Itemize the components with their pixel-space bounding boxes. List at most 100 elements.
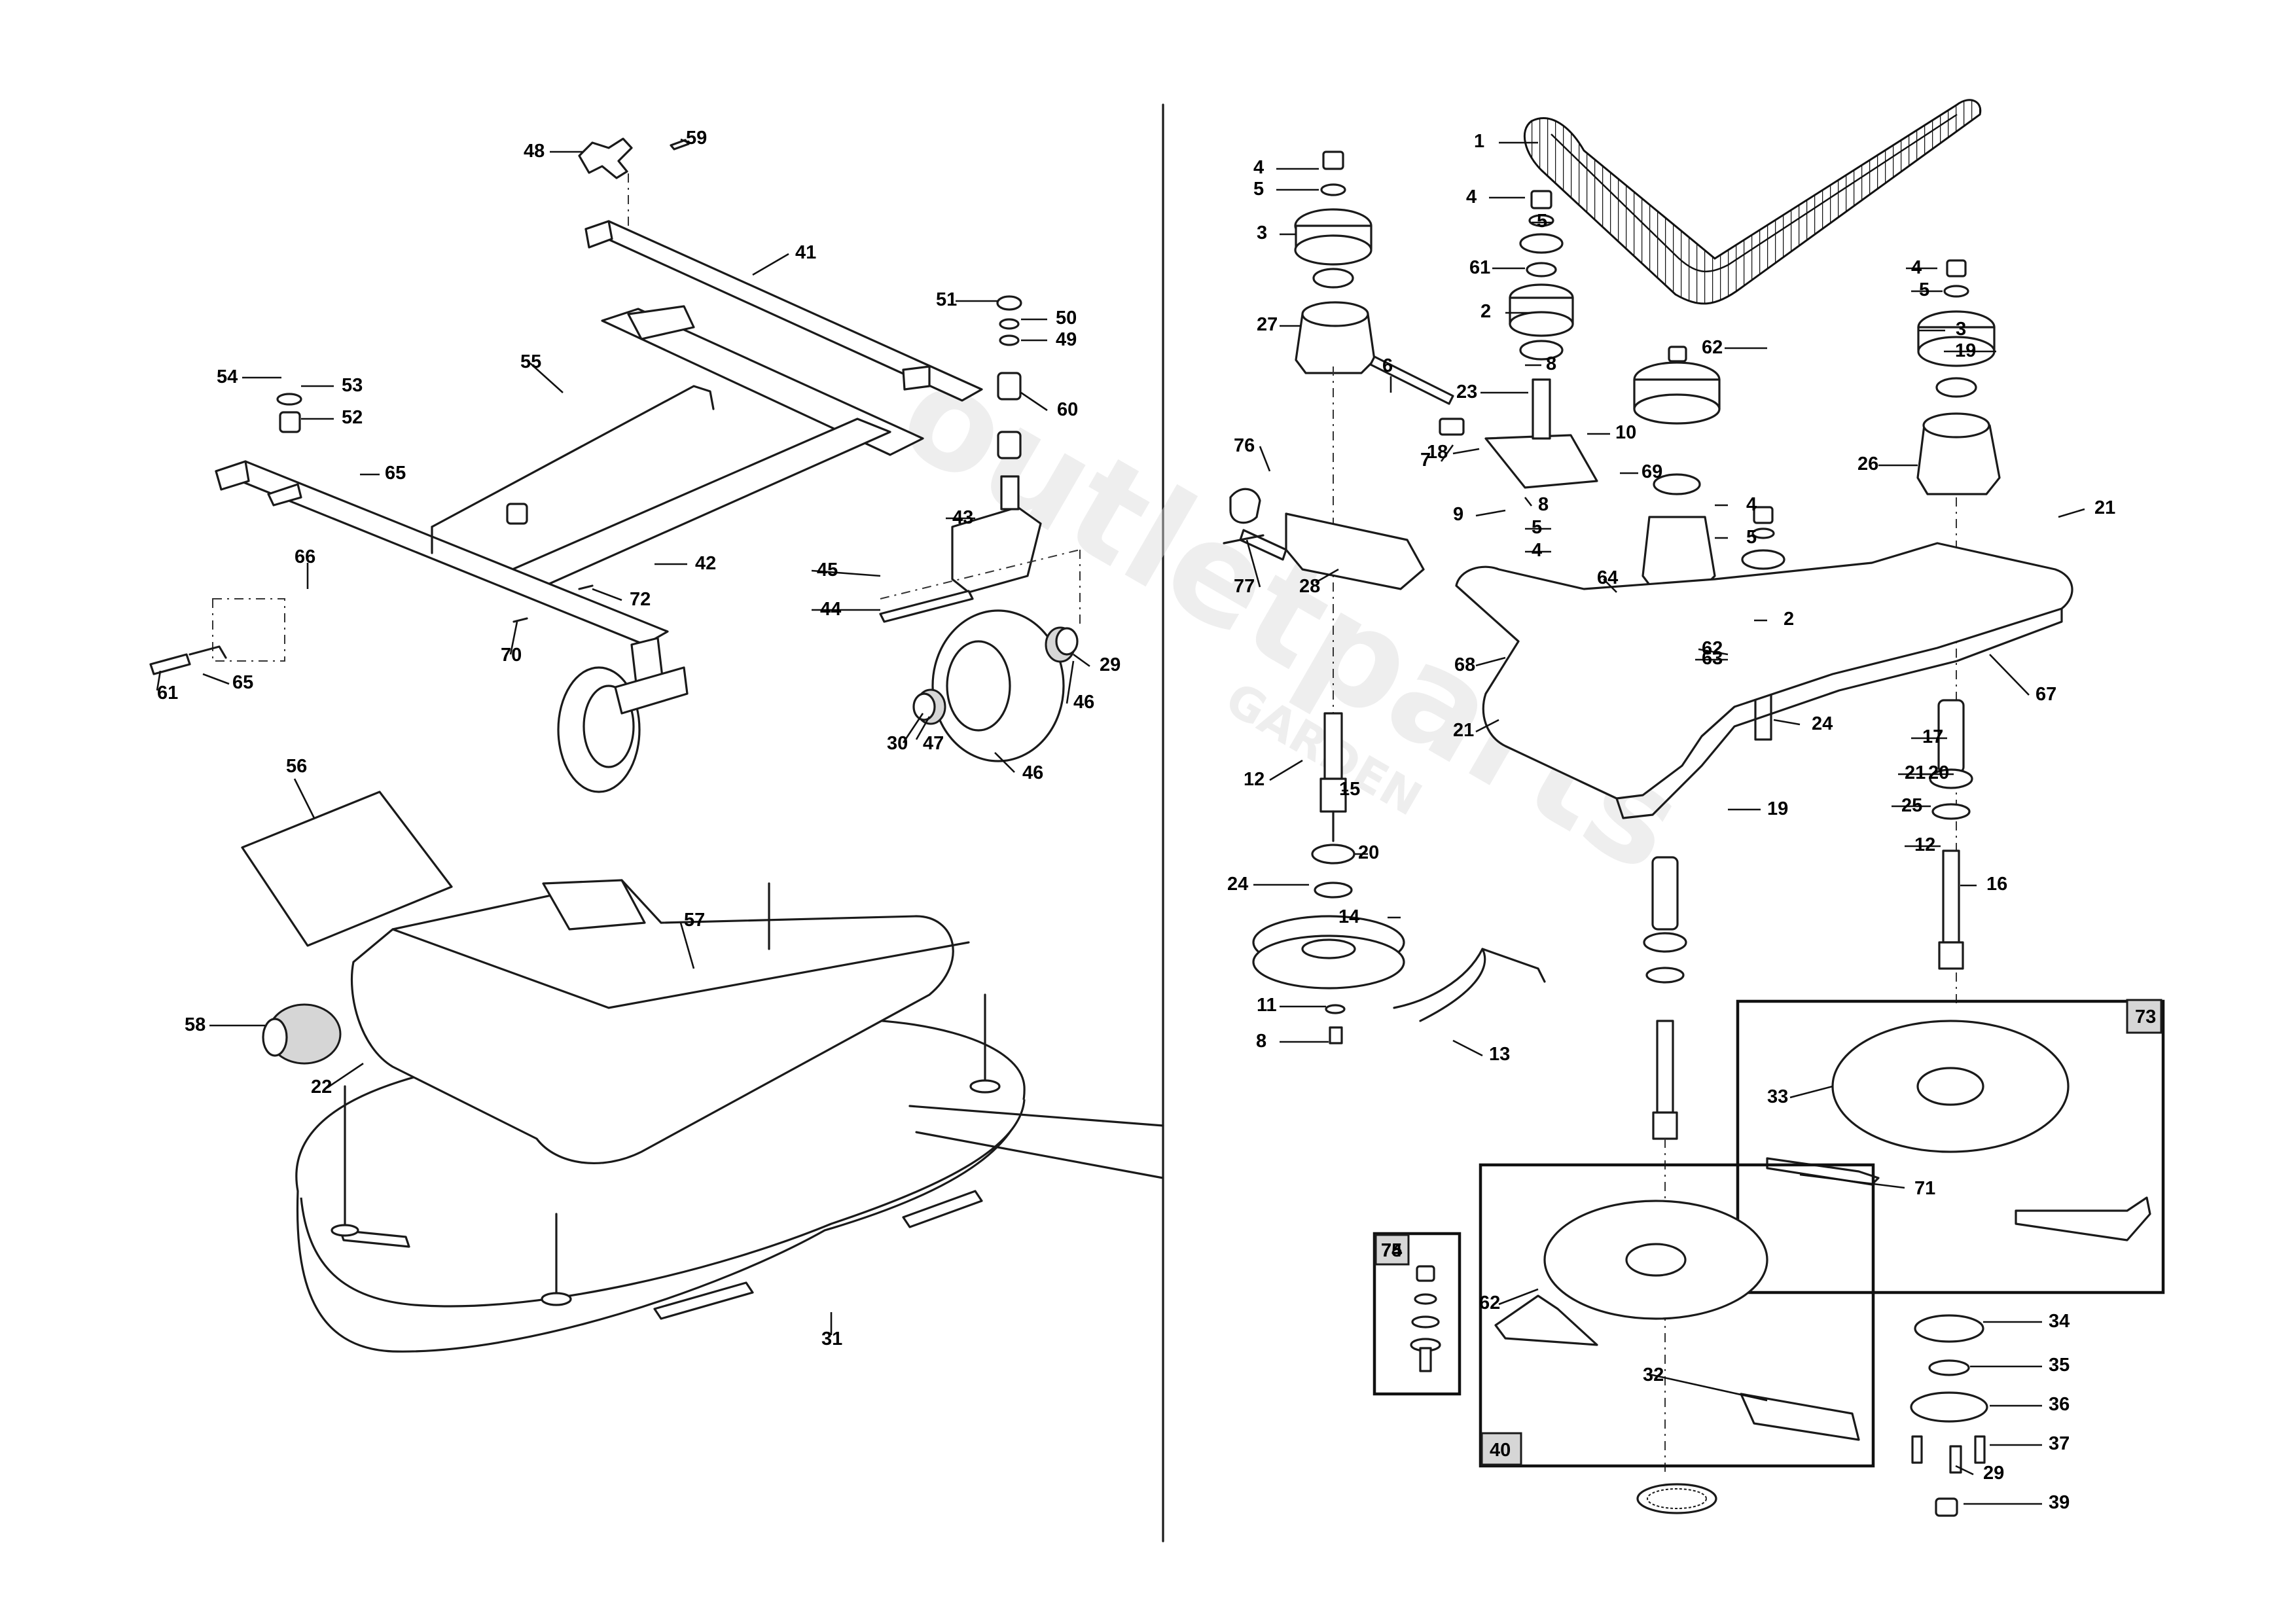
callout-number: 12 bbox=[1914, 834, 1935, 855]
callout-number: 31 bbox=[821, 1329, 842, 1349]
callout-number: 62 bbox=[1702, 337, 1723, 358]
kit-73: 73 bbox=[1736, 999, 2165, 1294]
callout-number: 2 bbox=[1784, 609, 1794, 630]
callout-number: 21 bbox=[1453, 720, 1474, 741]
callout-number: 29 bbox=[1100, 654, 1121, 675]
callout-leader bbox=[1246, 539, 1261, 588]
callout-number: 28 bbox=[1299, 576, 1320, 597]
callout-leader bbox=[1269, 759, 1303, 781]
callout-number: 50 bbox=[1056, 308, 1077, 329]
callout-number: 34 bbox=[2049, 1311, 2070, 1332]
callout-number: 76 bbox=[1234, 435, 1255, 456]
callout-number: 3 bbox=[1257, 223, 1267, 243]
callout-leader bbox=[1524, 497, 1533, 507]
callout-number: 61 bbox=[157, 683, 178, 704]
callout-number: 44 bbox=[820, 599, 841, 620]
callout-number: 5 bbox=[1746, 527, 1757, 548]
callout-number: 46 bbox=[1073, 692, 1094, 713]
callout-number: 68 bbox=[1454, 654, 1475, 675]
callout-number: 4 bbox=[1911, 257, 1922, 278]
callout-number: 5 bbox=[1537, 211, 1547, 232]
callout-number: 48 bbox=[524, 141, 545, 162]
callout-number: 46 bbox=[1022, 762, 1043, 783]
callout-number: 36 bbox=[2049, 1394, 2070, 1415]
callout-number: 8 bbox=[1538, 494, 1549, 515]
callout-number: 51 bbox=[936, 289, 957, 310]
callout-number: 67 bbox=[2036, 684, 2056, 705]
callout-number: 39 bbox=[2049, 1492, 2070, 1513]
callout-number: 17 bbox=[1922, 726, 1943, 747]
callout-leader bbox=[2058, 508, 2085, 518]
callout-number: 65 bbox=[232, 672, 253, 693]
callout-number: 15 bbox=[1339, 779, 1360, 800]
callout-number: 24 bbox=[1227, 874, 1248, 895]
callout-number: 5 bbox=[1919, 279, 1929, 300]
callout-number: 41 bbox=[795, 242, 816, 263]
callout-number: 12 bbox=[1244, 769, 1265, 790]
callout-leader bbox=[293, 778, 315, 819]
callout-number: 8 bbox=[1546, 353, 1556, 374]
callout-number: 26 bbox=[1857, 454, 1878, 474]
callout-number: 57 bbox=[684, 910, 705, 931]
callout-number: 2 bbox=[1480, 301, 1491, 322]
callout-number: 4 bbox=[1746, 494, 1757, 515]
callout-leader bbox=[1066, 660, 1075, 704]
callout-number: 20 bbox=[1928, 762, 1949, 783]
callout-number: 71 bbox=[1914, 1178, 1935, 1199]
callout-leader bbox=[1020, 391, 1048, 412]
callout-leader bbox=[1475, 509, 1506, 517]
callout-number: 70 bbox=[501, 645, 522, 666]
callout-number: 62 bbox=[1702, 638, 1723, 659]
callout-number: 33 bbox=[1767, 1086, 1788, 1107]
callout-number: 6 bbox=[1382, 355, 1393, 376]
kit-label-40: 40 bbox=[1490, 1440, 1511, 1461]
callout-leader bbox=[915, 716, 931, 740]
callout-number: 64 bbox=[1597, 567, 1618, 588]
callout-number: 77 bbox=[1234, 576, 1255, 597]
callout-leader bbox=[1475, 656, 1506, 667]
callout-number: 75 bbox=[1381, 1240, 1402, 1261]
callout-leader bbox=[156, 670, 162, 691]
callout-number: 61 bbox=[1469, 257, 1490, 278]
callout-leader bbox=[509, 621, 518, 655]
callout-leader bbox=[1603, 579, 1617, 593]
kit-label-74: 74 bbox=[1381, 1240, 1402, 1261]
callout-number: 16 bbox=[1986, 874, 2007, 895]
callout-leader bbox=[1440, 444, 1454, 462]
callout-number: 32 bbox=[1643, 1364, 1664, 1385]
kit-74: 74 bbox=[1372, 1232, 1462, 1396]
callout-leader bbox=[1475, 719, 1499, 733]
callout-number: 5 bbox=[1532, 517, 1542, 538]
callout-number: 22 bbox=[311, 1077, 332, 1097]
callout-number: 14 bbox=[1338, 906, 1359, 927]
kit-label-73: 73 bbox=[2135, 1007, 2156, 1027]
callout-number: 49 bbox=[1056, 329, 1077, 350]
callout-number: 29 bbox=[1983, 1463, 2004, 1484]
callout-number: 21 bbox=[2094, 497, 2115, 518]
callout-number: 9 bbox=[1453, 504, 1463, 525]
callout-number: 54 bbox=[217, 366, 238, 387]
callout-number: 42 bbox=[695, 553, 716, 574]
callout-leader bbox=[752, 253, 789, 276]
callout-leader bbox=[680, 138, 689, 144]
callout-leader bbox=[1799, 1173, 1905, 1189]
callout-number: 10 bbox=[1615, 422, 1636, 443]
callout-leader bbox=[1073, 653, 1090, 668]
callout-number: 23 bbox=[1456, 382, 1477, 402]
callout-number: 8 bbox=[1256, 1031, 1266, 1052]
callout-leader bbox=[1698, 648, 1729, 656]
kit-40: 40 bbox=[1479, 1163, 1875, 1468]
callout-leader bbox=[529, 363, 564, 393]
callout-number: 63 bbox=[1702, 648, 1723, 669]
callout-number: 30 bbox=[887, 733, 908, 754]
callout-number: 45 bbox=[817, 560, 838, 580]
mower-deck bbox=[241, 791, 1164, 1353]
callout-number: 66 bbox=[295, 546, 315, 567]
callout-number: 55 bbox=[520, 351, 541, 372]
callout-leader bbox=[1452, 448, 1480, 455]
callout-leader bbox=[1989, 654, 2030, 696]
callout-leader bbox=[994, 752, 1015, 773]
callout-number: 53 bbox=[342, 375, 363, 396]
pulley-spindle-assembly bbox=[1223, 151, 2073, 1517]
